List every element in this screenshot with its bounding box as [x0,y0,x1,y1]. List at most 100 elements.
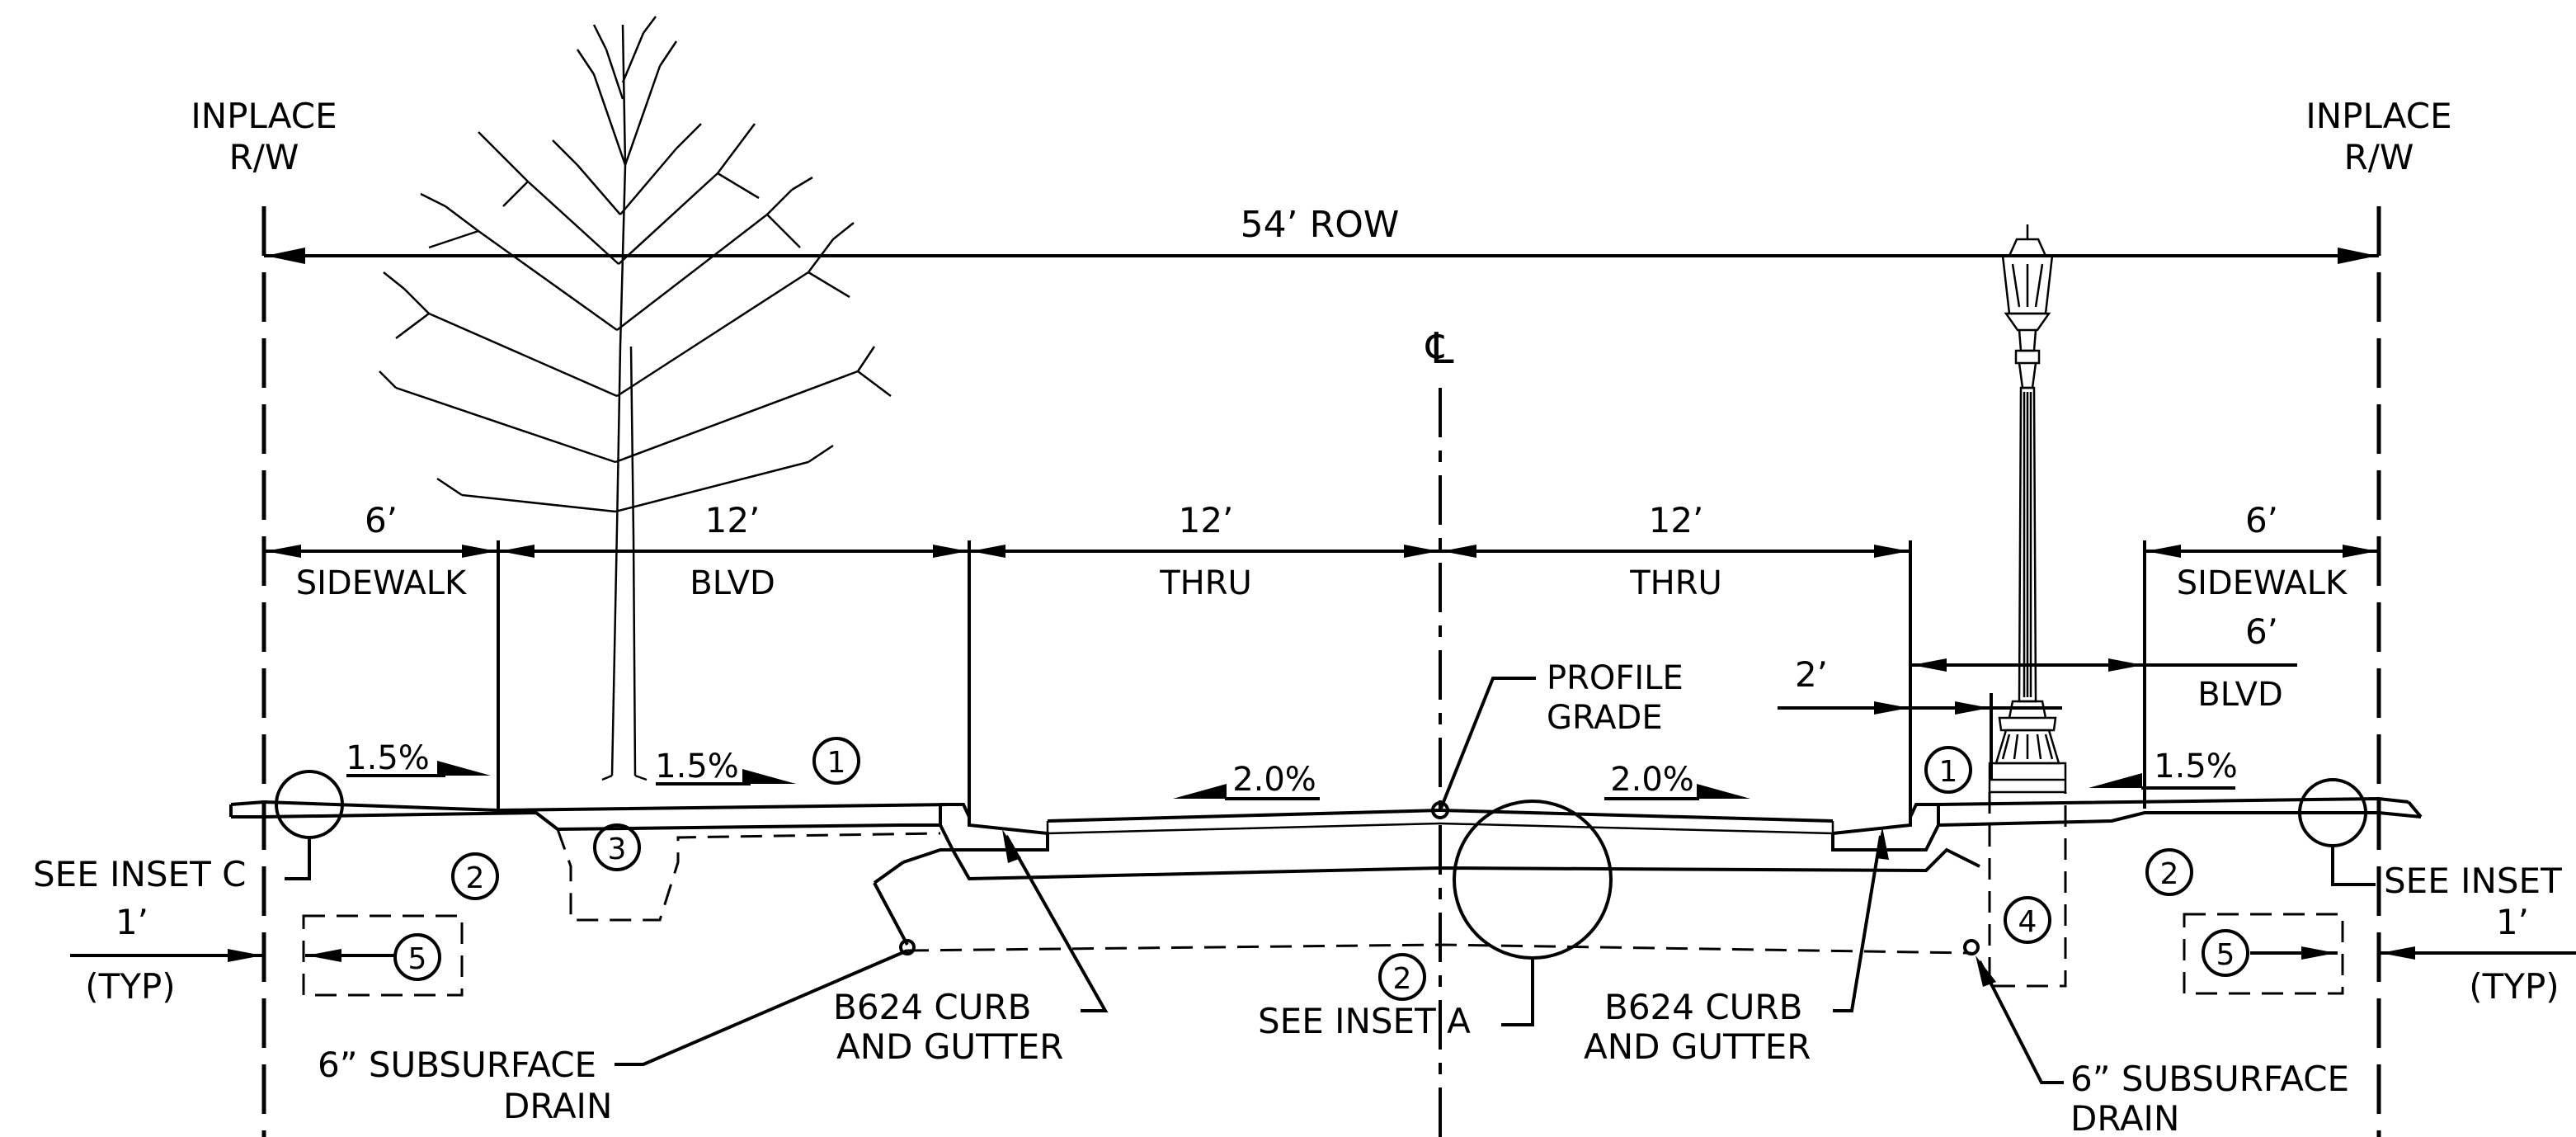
dim-arrow-3 [500,545,535,558]
dim-blvd-left: 12’ [705,500,761,540]
pavement-layer-right [1439,822,1834,835]
subgrade-left-slope [873,882,909,946]
inset-right-leader [2331,846,2376,886]
tree-illustration [379,16,892,781]
one-ft-arrow-right-b [2301,946,2336,960]
slope-thru-right: 2.0% [1610,761,1694,799]
centerline-symbol: ℄ [1425,324,1454,374]
name-thru-right: THRU [1629,564,1722,602]
callout-5-left-circle [393,933,441,981]
light-base-box [1988,792,2067,988]
curb-right-arrow [1876,827,1889,860]
dim-arrow-10 [2343,545,2377,558]
dim-arrow-1 [266,545,301,558]
left-curb [939,803,1049,852]
dim-1ft-left: 1’ [115,902,148,942]
dim-arrow-2 [462,545,497,558]
callout-1-left-circle [812,737,860,785]
right-surface-bottom [1938,811,2422,827]
pavement-top-left [1047,809,1441,823]
drain-right-label-2: DRAIN [2070,1098,2179,1137]
slope-blvd-left: 1.5% [655,748,739,786]
one-ft-arrow-left-b [307,949,341,962]
drain-right-pipe [1963,939,1980,955]
dim-sidewalk-right: 6’ [2245,500,2278,540]
dim-sidewalk-left: 6’ [365,500,398,540]
item5-box-right [2183,913,2344,995]
pavement-top-right [1439,809,1834,823]
tree-trench [556,828,941,922]
dim-arrow-12 [2108,658,2143,672]
drain-right-leader [1978,960,2064,1084]
one-ft-arrow-right-a [2381,946,2415,960]
curb-left-arrow [1002,829,1021,863]
callout-1-right: 1 [1939,755,1958,789]
dim-arrow-4 [933,545,968,558]
dim-arrow-11 [1912,658,1947,672]
drain-right-arrow [1976,955,1996,987]
dim-arrow-8 [1874,545,1909,558]
name-blvd-left: BLVD [690,564,775,602]
rw-right-label-2: R/W [2344,137,2414,177]
slope-sidewalk-left: 1.5% [346,739,430,777]
drain-left-label-2: DRAIN [503,1086,612,1126]
pavement-layer-left [1047,822,1441,835]
curb-left-leader [1005,835,1109,1012]
callout-2-left: 2 [466,861,485,895]
callout-2-right-circle [2145,848,2193,896]
item5-box-left [302,914,464,997]
drain-left-label-1: 6” SUBSURFACE [318,1045,596,1085]
dim-arrow-14 [1955,701,1990,715]
profile-grade-label-1: PROFILE [1547,659,1684,697]
slope-arrowhead-1 [437,761,491,776]
dim-1ft-right: 1’ [2496,902,2529,942]
dim-arrow-7 [1442,545,1476,558]
inset-c-leader [285,837,311,880]
name-sidewalk-right: SIDEWALK [2177,564,2348,602]
row-label: 54’ ROW [1241,204,1400,246]
callout-5-right-circle [2202,929,2249,977]
dim-blvd-right: 6’ [2245,611,2278,652]
profile-grade-label-2: GRADE [1547,699,1663,737]
rw-right-label-1: INPLACE [2305,96,2451,136]
dim-thru-left: 12’ [1179,500,1234,540]
slope-right: 1.5% [2154,748,2238,786]
rw-left-label-2: R/W [229,137,299,177]
callout-5-left: 5 [408,942,427,976]
typ-left: (TYP) [85,966,175,1007]
callout-2-left-circle [451,852,499,900]
see-inset-right-label: SEE INSET [2384,861,2562,901]
callout-5-right: 5 [2216,938,2235,972]
slope-arrowhead-5 [2089,773,2142,788]
slope-arrowhead-2 [742,769,796,784]
callout-4-circle [2004,896,2051,944]
slope-thru-left: 2.0% [1232,761,1316,799]
curb-right-leader [1833,835,1882,1012]
street-light-illustration [1988,224,2067,794]
see-inset-a-label: SEE INSET A [1258,1001,1471,1041]
one-ft-arrow-left-a [228,949,262,962]
dim-thru-right: 12’ [1649,500,1704,540]
drain-left-pipe [899,939,916,955]
name-sidewalk-left: SIDEWALK [296,564,468,602]
slope-arrowhead-4 [1697,784,1750,799]
dim-arrow-13 [1874,701,1909,715]
name-blvd-right: BLVD [2197,676,2283,714]
callout-1-left: 1 [827,746,846,780]
drain-trench-line [907,943,1972,955]
curb-left-label-1: B624 CURB [833,987,1031,1027]
inset-a-leader [1501,959,1534,1026]
row-arrow-right [2338,248,2377,264]
dim-arrow-9 [2146,545,2181,558]
typ-right: (TYP) [2469,966,2559,1007]
profile-grade-leader [1439,677,1536,811]
left-surface-bottom [231,810,940,832]
callout-3: 3 [608,833,627,866]
dim-arrow-5 [971,545,1005,558]
left-surface-top [230,800,949,813]
row-arrow-left [266,248,305,264]
subgrade-left-top [873,861,905,885]
slope-arrowhead-3 [1173,784,1227,799]
callout-4: 4 [2018,905,2037,939]
